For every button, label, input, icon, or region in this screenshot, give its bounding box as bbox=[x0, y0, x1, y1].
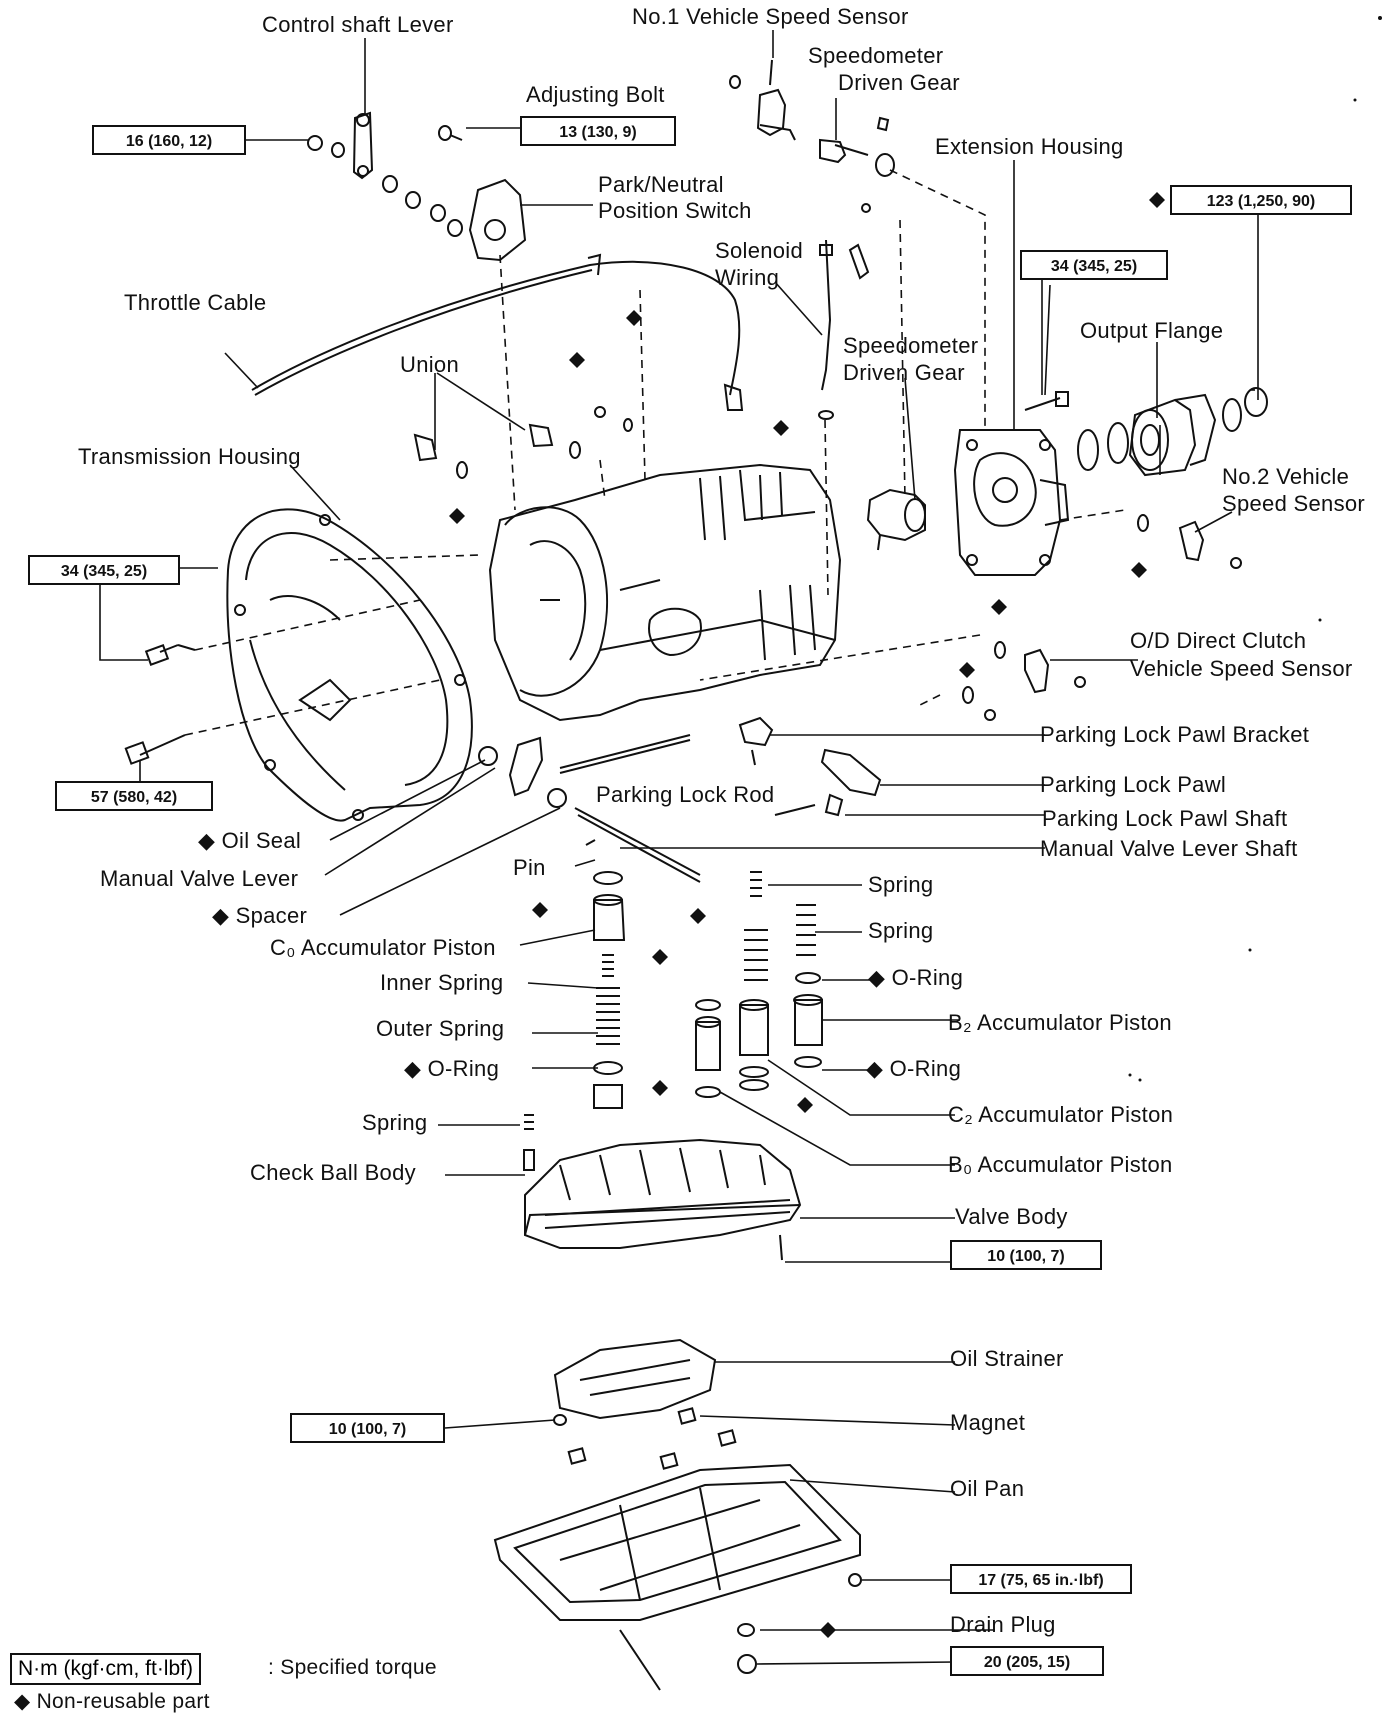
label-solenoid-1: Solenoid bbox=[715, 238, 804, 263]
legend-nonreusable: ◆ Non-reusable part bbox=[14, 1690, 210, 1713]
label-spring-1: Spring bbox=[868, 872, 934, 897]
control-shaft-lever-part bbox=[307, 111, 463, 237]
label-adjusting-bolt: Adjusting Bolt bbox=[526, 82, 665, 107]
label-no1-vehicle-speed-sensor: No.1 Vehicle Speed Sensor bbox=[632, 4, 909, 29]
label-speedometer-driven-gear-mid-2: Driven Gear bbox=[843, 360, 965, 385]
accumulator-parts bbox=[523, 871, 823, 1171]
torque-housing-left: 34 (345, 25) bbox=[28, 555, 180, 585]
label-no2-vss-2: Speed Sensor bbox=[1222, 491, 1366, 516]
od-clutch-vss-part bbox=[962, 514, 1242, 721]
assembly-dashed-lines bbox=[184, 169, 1126, 736]
label-b2-accumulator-piston: B₂ Accumulator Piston bbox=[948, 1010, 1172, 1035]
scan-speckles bbox=[1128, 16, 1382, 1082]
solenoid-wiring-part bbox=[818, 203, 871, 420]
label-o-ring-right-2: ◆ O-Ring bbox=[866, 1056, 962, 1081]
torque-valve-body: 10 (100, 7) bbox=[950, 1240, 1102, 1270]
label-o-ring-left: ◆ O-Ring bbox=[404, 1056, 500, 1081]
label-spring-3: Spring bbox=[362, 1110, 428, 1135]
speedo-gear-mid-part bbox=[866, 488, 926, 551]
label-od-direct-clutch-1: O/D Direct Clutch bbox=[1130, 628, 1307, 653]
label-od-direct-clutch-2: Vehicle Speed Sensor bbox=[1130, 656, 1353, 681]
torque-adjusting-bolt: 13 (130, 9) bbox=[520, 116, 676, 146]
no1-vss-part bbox=[729, 59, 796, 141]
torque-oil-strainer: 10 (100, 7) bbox=[290, 1413, 445, 1443]
label-parking-lock-pawl-shaft: Parking Lock Pawl Shaft bbox=[1042, 806, 1288, 831]
label-oil-strainer: Oil Strainer bbox=[950, 1346, 1064, 1371]
label-transmission-housing: Transmission Housing bbox=[78, 444, 301, 469]
union-part bbox=[413, 406, 633, 479]
extension-housing-part bbox=[953, 429, 1070, 576]
label-valve-body: Valve Body bbox=[955, 1204, 1068, 1229]
torque-output-flange: 123 (1,250, 90) bbox=[1170, 185, 1352, 215]
oil-pan-part bbox=[493, 1463, 862, 1691]
label-pin: Pin bbox=[513, 855, 546, 880]
label-oil-seal: ◆ Oil Seal bbox=[198, 828, 302, 853]
label-oil-pan: Oil Pan bbox=[950, 1476, 1025, 1501]
label-spacer: ◆ Spacer bbox=[212, 903, 308, 928]
legend-torque-key: N·m (kgf·cm, ft·lbf) bbox=[10, 1653, 201, 1685]
label-c2-accumulator-piston: C₂ Accumulator Piston bbox=[948, 1102, 1174, 1127]
torque-control-lever: 16 (160, 12) bbox=[92, 125, 246, 155]
label-parking-lock-pawl-bracket: Parking Lock Pawl Bracket bbox=[1040, 722, 1310, 747]
throttle-cable-part bbox=[251, 253, 744, 411]
label-no2-vss-1: No.2 Vehicle bbox=[1222, 464, 1350, 489]
label-parking-lock-rod: Parking Lock Rod bbox=[596, 782, 775, 807]
label-speedometer-driven-gear-top-2: Driven Gear bbox=[838, 70, 960, 95]
parking-lock-parts bbox=[559, 716, 882, 817]
label-solenoid-2: Wiring bbox=[715, 265, 780, 290]
label-park-neutral-2: Position Switch bbox=[598, 198, 752, 223]
label-union: Union bbox=[400, 352, 459, 377]
torque-extension-housing: 34 (345, 25) bbox=[1020, 250, 1168, 280]
transmission-housing-part bbox=[226, 508, 473, 822]
label-manual-valve-lever: Manual Valve Lever bbox=[100, 866, 299, 891]
label-o-ring-right-1: ◆ O-Ring bbox=[868, 965, 964, 990]
label-parking-lock-pawl: Parking Lock Pawl bbox=[1040, 772, 1227, 797]
label-control-shaft-lever: Control shaft Lever bbox=[262, 12, 454, 37]
label-throttle-cable: Throttle Cable bbox=[124, 290, 267, 315]
label-drain-plug: Drain Plug bbox=[950, 1612, 1056, 1637]
torque-oil-pan: 17 (75, 65 in.·lbf) bbox=[950, 1564, 1132, 1594]
torque-housing-bottom: 57 (580, 42) bbox=[55, 781, 213, 811]
park-neutral-switch-part bbox=[438, 125, 527, 262]
diamond-markers bbox=[449, 192, 1165, 1638]
label-outer-spring: Outer Spring bbox=[376, 1016, 505, 1041]
label-output-flange: Output Flange bbox=[1080, 318, 1224, 343]
speedo-gear-top-part bbox=[819, 116, 895, 177]
transmission-case-part bbox=[488, 463, 842, 722]
label-manual-valve-lever-shaft: Manual Valve Lever Shaft bbox=[1040, 836, 1298, 861]
oil-strainer-part bbox=[553, 1338, 737, 1470]
torque-drain-plug: 20 (205, 15) bbox=[950, 1646, 1104, 1676]
label-b0-accumulator-piston: B₀ Accumulator Piston bbox=[948, 1152, 1173, 1177]
label-magnet: Magnet bbox=[950, 1410, 1026, 1435]
legend-torque-desc: : Specified torque bbox=[268, 1656, 437, 1679]
label-park-neutral-1: Park/Neutral bbox=[598, 172, 724, 197]
label-inner-spring: Inner Spring bbox=[380, 970, 504, 995]
label-extension-housing: Extension Housing bbox=[935, 134, 1124, 159]
label-c0-accumulator-piston: C₀ Accumulator Piston bbox=[270, 935, 496, 960]
label-spring-2: Spring bbox=[868, 918, 934, 943]
label-speedometer-driven-gear-top-1: Speedometer bbox=[808, 43, 944, 68]
label-speedometer-driven-gear-mid-1: Speedometer bbox=[843, 333, 979, 358]
valve-body-part bbox=[524, 1138, 802, 1261]
output-flange-part bbox=[1077, 387, 1268, 477]
label-check-ball-body: Check Ball Body bbox=[250, 1160, 416, 1185]
